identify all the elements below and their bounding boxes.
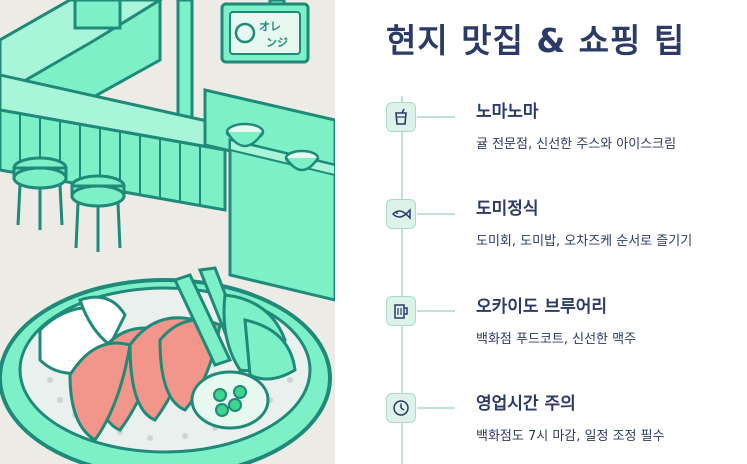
beer-mug-icon [386, 296, 416, 326]
drink-cup-icon [386, 102, 416, 132]
connector-line [417, 407, 455, 409]
svg-text:ンジ: ンジ [266, 36, 288, 49]
page-title: 현지 맛집 & 쇼핑 팁 [386, 21, 686, 60]
restaurant-illustration: オレ ンジ [0, 0, 335, 464]
bar-stools [12, 156, 126, 252]
item-title-domi: 도미정식 [476, 199, 539, 219]
connector-line [417, 213, 455, 215]
item-title-brewery: 오카이도 브루어리 [476, 297, 608, 317]
clock-icon [386, 393, 416, 423]
fish-icon [386, 199, 416, 229]
item-desc-hours: 백화점도 7시 마감, 일정 조정 필수 [476, 429, 665, 444]
item-desc-domi: 도미회, 도미밥, 오차즈케 순서로 즐기기 [476, 234, 693, 249]
timeline-line [401, 96, 403, 464]
item-title-hours: 영업시간 주의 [476, 394, 576, 414]
item-desc-brewery: 백화점 푸드코트, 신선한 맥주 [476, 332, 637, 347]
connector-line [417, 310, 455, 312]
sashimi-bowl [0, 266, 332, 464]
item-title-nomanoma: 노마노마 [476, 102, 539, 122]
connector-line [417, 116, 455, 118]
svg-text:オレ: オレ [259, 20, 281, 33]
item-desc-nomanoma: 귤 전문점, 신선한 주스와 아이스크림 [476, 137, 677, 152]
shop-sign: オレ ンジ [220, 2, 310, 64]
